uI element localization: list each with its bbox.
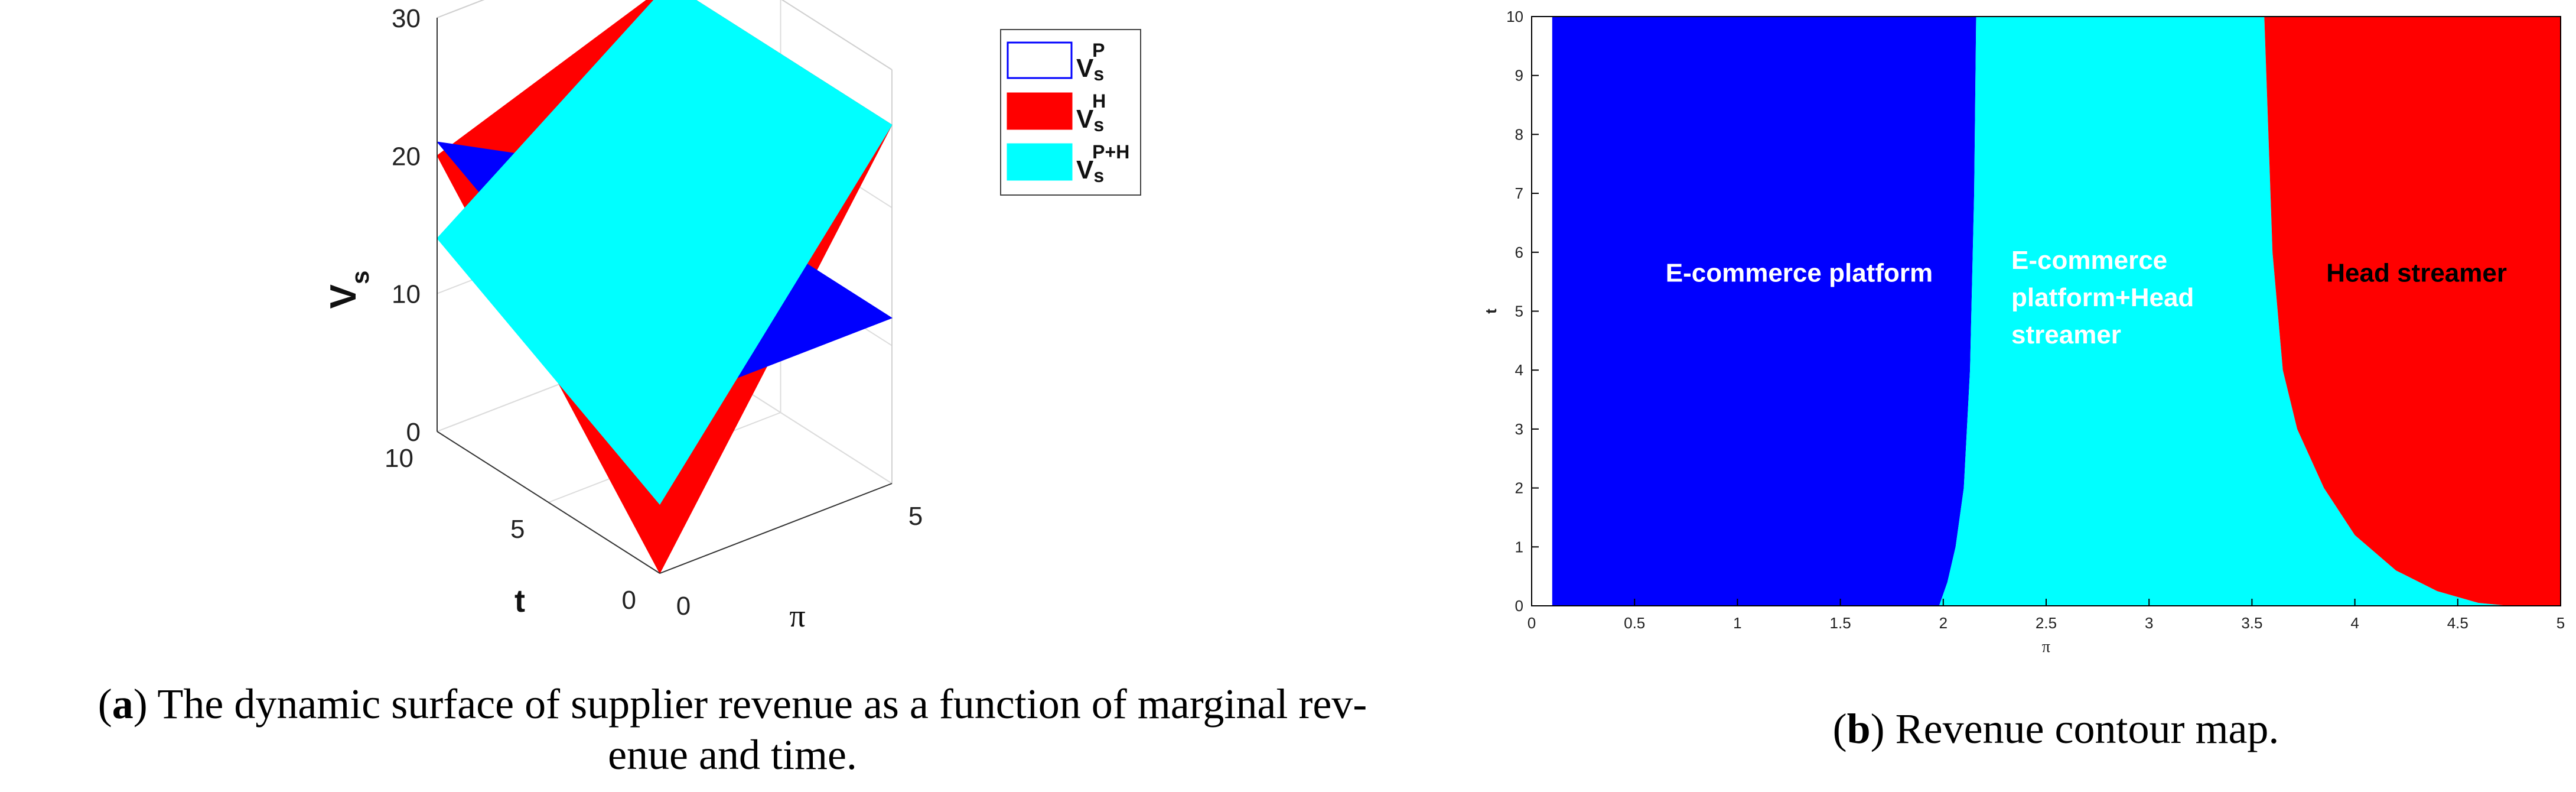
y-tick-label: 7: [1515, 184, 1523, 202]
region-label-streamer: Head streamer: [2326, 259, 2507, 288]
legend-swatch-1: [1007, 41, 1073, 79]
legend-base: V: [1076, 105, 1094, 134]
x-tick-label: 4: [2350, 614, 2359, 632]
t-tick-label: 5: [510, 515, 525, 544]
caption-a: (a) The dynamic surface of supplier reve…: [0, 679, 1465, 780]
x-tick-label: 0: [1528, 614, 1536, 632]
region-label-platform: E-commerce platform: [1666, 259, 1933, 288]
caption-a-line-1: (a) The dynamic surface of supplier reve…: [97, 680, 1367, 728]
y-tick-label: 2: [1515, 479, 1523, 497]
legend-base: V: [1076, 54, 1094, 83]
z-tick-label: 30: [392, 4, 421, 33]
y-tick-label: 10: [1506, 8, 1523, 25]
caption-a-text-1: The dynamic surface of supplier revenue …: [157, 680, 1367, 728]
x-tick-label: 3.5: [2241, 614, 2262, 632]
x-tick-label: 1.5: [1830, 614, 1851, 632]
legend-sup: P+H: [1092, 141, 1129, 163]
caption-b-tag: b: [1846, 705, 1871, 752]
pi-axis-line: [659, 483, 893, 574]
legend-label-1: VsP: [1076, 40, 1105, 85]
region-label-mixed-line: streamer: [2011, 320, 2121, 349]
legend-label-2: VsH: [1076, 90, 1106, 135]
y-tick-label: 3: [1515, 420, 1523, 438]
legend-swatch-2: [1007, 92, 1073, 130]
caption-b-text: Revenue contour map.: [1895, 705, 2279, 752]
z-tick-label: 20: [392, 142, 421, 171]
y-tick-label: 9: [1515, 67, 1523, 85]
t-axis-label: t: [514, 583, 525, 619]
y-tick-label: 5: [1515, 303, 1523, 320]
legend-label-3: VsP+H: [1076, 141, 1129, 186]
region-platform: [1552, 17, 1976, 606]
x-tick-label: 2: [1939, 614, 1948, 632]
y-axis-label: t: [1482, 309, 1500, 314]
x-tick-label: 5: [2557, 614, 2565, 632]
y-tick-label: 4: [1515, 361, 1523, 379]
region-label-mixed-line: platform+Head: [2011, 283, 2194, 312]
box-edge: [781, 0, 893, 70]
pi-tick-label: 5: [908, 502, 923, 531]
surface-3: [437, 0, 893, 505]
pi-axis-label: π: [789, 598, 805, 634]
x-tick-label: 2.5: [2036, 614, 2057, 632]
caption-a-tag: a: [112, 680, 133, 728]
t-tick-label: 0: [622, 586, 636, 615]
z-tick-label: 0: [406, 418, 421, 447]
legend-sup: P: [1092, 40, 1105, 61]
contour-chart: 0 0.5 1 1.5 2 2.5 3 3.5 4 4.5 5 0 1 2 3 4 5 6 7 8 9 10 π t E-com…: [1482, 8, 2565, 656]
region-streamer: [2264, 17, 2561, 606]
z-tick-label: 10: [392, 280, 421, 309]
legend-swatch-3: [1007, 143, 1073, 181]
pi-tick-label: 0: [676, 592, 691, 621]
legend-sub: s: [1093, 114, 1104, 135]
legend-sub: s: [1093, 63, 1104, 85]
caption-a-line-2: enue and time.: [608, 731, 857, 778]
x-tick-label: 3: [2145, 614, 2153, 632]
y-tick-label: 1: [1515, 538, 1523, 556]
z-axis-label-sub: s: [346, 271, 374, 284]
region-label-mixed: E-commerce platform+Head streamer: [2011, 246, 2194, 349]
region-label-mixed-line: E-commerce: [2011, 246, 2167, 275]
x-axis-label: π: [2042, 638, 2050, 656]
legend-base: V: [1076, 155, 1094, 184]
legend-sup: H: [1092, 90, 1106, 112]
caption-b: (b) Revenue contour map.: [1832, 705, 2279, 752]
box-edge: [437, 0, 485, 18]
t-tick-label: 10: [385, 444, 413, 473]
x-tick-label: 0.5: [1624, 614, 1645, 632]
y-tick-label: 6: [1515, 244, 1523, 261]
y-tick-label: 8: [1515, 125, 1523, 143]
x-tick-label: 1: [1733, 614, 1741, 632]
t-axis-line: [437, 431, 660, 574]
z-axis-label-base: V: [323, 284, 364, 309]
x-tick-label: 4.5: [2447, 614, 2468, 632]
y-tick-label: 0: [1515, 597, 1523, 615]
legend-sub: s: [1093, 165, 1104, 186]
z-axis-label: Vs: [323, 271, 374, 309]
region-mixed: [1939, 17, 2509, 606]
